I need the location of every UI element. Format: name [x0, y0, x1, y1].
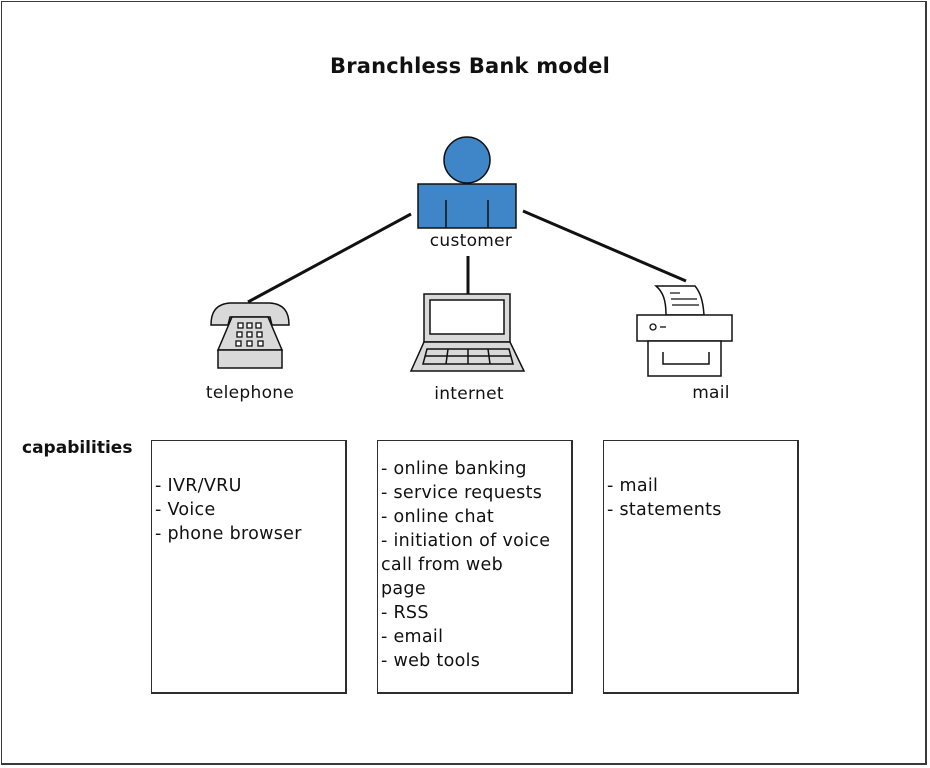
telephone-icon: [210, 302, 290, 369]
capability-item: - initiation of voice: [381, 531, 551, 551]
capability-item: - IVR/VRU: [155, 476, 242, 496]
capability-item: call from web: [381, 555, 504, 575]
internet-label: internet: [434, 384, 504, 404]
capability-item: - Voice: [155, 500, 216, 520]
capability-item: page: [381, 579, 426, 599]
capabilities-label: capabilities: [22, 438, 133, 458]
capability-item: - statements: [607, 500, 722, 520]
telephone-capabilities-box: - IVR/VRU - Voice - phone browser: [151, 440, 347, 694]
connector-customer-telephone: [247, 212, 412, 304]
mail-capabilities-list: - mail - statements: [607, 474, 797, 522]
capability-item: - web tools: [381, 651, 481, 671]
mail-capabilities-box: - mail - statements: [603, 440, 799, 694]
capability-item: - RSS: [381, 603, 429, 623]
diagram-title: Branchless Bank model: [329, 54, 611, 78]
capability-item: - mail: [607, 476, 659, 496]
internet-capabilities-list: - online banking - service requests - onli…: [381, 457, 571, 673]
person-icon: [417, 136, 517, 229]
capability-item: - online banking: [381, 459, 527, 479]
capability-item: - phone browser: [155, 524, 302, 544]
telephone-label: telephone: [205, 383, 295, 403]
capability-item: - service requests: [381, 483, 543, 503]
printer-icon: [636, 285, 733, 377]
capability-item: - online chat: [381, 507, 495, 527]
internet-capabilities-box: - online banking - service requests - onli…: [377, 440, 573, 694]
connector-customer-mail: [522, 209, 687, 283]
laptop-icon: [409, 293, 526, 372]
capability-item: - email: [381, 627, 444, 647]
customer-label: customer: [429, 231, 513, 251]
mail-label: mail: [692, 383, 730, 403]
telephone-capabilities-list: - IVR/VRU - Voice - phone browser: [155, 474, 345, 546]
